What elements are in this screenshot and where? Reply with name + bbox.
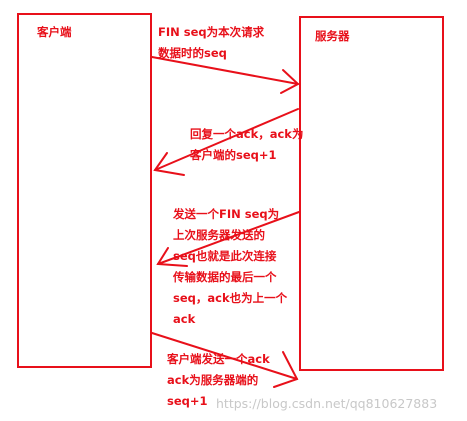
arrow-ack-to-client bbox=[153, 108, 299, 176]
source-watermark: https://blog.csdn.net/qq810627883 bbox=[216, 396, 438, 411]
message-line: 传输数据的最后一个 bbox=[173, 270, 277, 284]
message-line: 回复一个ack，ack为 bbox=[190, 127, 304, 141]
message-line: ack为服务器端的 bbox=[167, 373, 259, 387]
message-line: 数据时的seq bbox=[158, 46, 227, 60]
server-box bbox=[299, 16, 444, 371]
arrow-ack-to-server bbox=[151, 332, 299, 388]
arrow-fin-to-server bbox=[151, 56, 300, 94]
client-box bbox=[17, 13, 152, 368]
message-line: 上次服务器发送的 bbox=[173, 228, 265, 242]
client-title: 客户端 bbox=[37, 25, 72, 39]
message-line: seq+1 bbox=[167, 394, 208, 408]
server-title: 服务器 bbox=[315, 29, 350, 43]
message-line: ack bbox=[173, 312, 196, 326]
message-line: seq也就是此次连接 bbox=[173, 249, 277, 263]
message-line: seq，ack也为上一个 bbox=[173, 291, 288, 305]
message-line: 发送一个FIN seq为 bbox=[173, 207, 280, 221]
message-line: 客户端的seq+1 bbox=[190, 148, 277, 162]
arrow-fin-to-client bbox=[156, 211, 300, 267]
message-line: 客户端发送一个ack bbox=[167, 352, 270, 366]
message-line: FIN seq为本次请求 bbox=[158, 25, 265, 39]
